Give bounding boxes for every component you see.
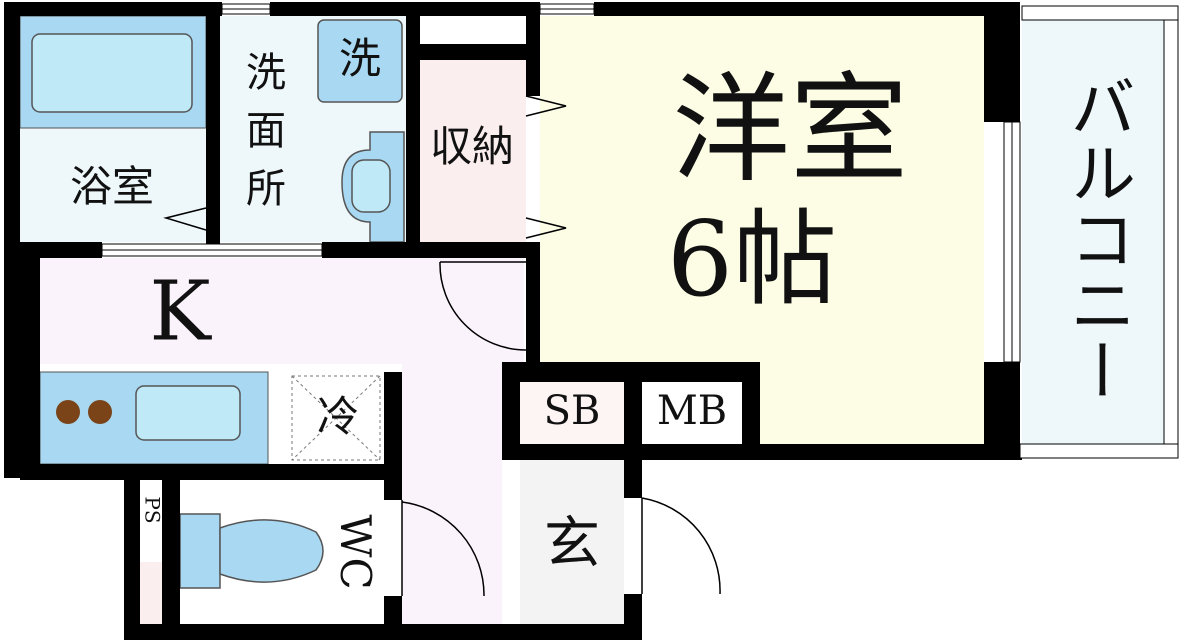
kitchen-label: K xyxy=(149,265,212,360)
hall-floor xyxy=(402,364,502,626)
storage-label: 収納 xyxy=(430,122,514,171)
washer-label: 洗 xyxy=(339,34,381,83)
kitchen-sink xyxy=(135,385,241,441)
stove-burner-left xyxy=(56,400,80,424)
toilet-tank xyxy=(179,513,221,589)
openings xyxy=(101,3,1179,459)
western-room-floor-lower xyxy=(760,364,986,444)
western-room-size: 6帖 xyxy=(667,198,837,320)
pipe-space-floor xyxy=(140,480,162,542)
western-room-floor xyxy=(540,16,984,364)
wash-basin-bowl xyxy=(351,159,391,213)
entrance-label: 玄 xyxy=(544,512,600,577)
doors xyxy=(163,95,721,597)
entrance-floor xyxy=(520,460,624,624)
walls xyxy=(4,2,1022,640)
meter-box-label: MB xyxy=(657,388,727,434)
western-room-label: 洋室 xyxy=(672,61,908,199)
storage-floor xyxy=(420,60,526,242)
balcony-floor xyxy=(1022,20,1164,444)
toilet-label: WC xyxy=(331,514,380,589)
stove-burner-right xyxy=(88,400,112,424)
pipe-space-label: PS xyxy=(141,496,165,523)
kitchen-floor xyxy=(40,258,524,364)
toilet-bowl xyxy=(219,519,324,583)
bathtub-basin xyxy=(31,33,193,113)
shoe-box-floor xyxy=(520,382,624,444)
washroom-label-line3: 所 xyxy=(246,166,286,212)
fridge-label: 冷 xyxy=(317,392,359,441)
shoe-box-label: SB xyxy=(544,388,601,434)
washroom-label-line1: 洗 xyxy=(246,50,286,96)
washer-pan xyxy=(317,19,403,103)
balcony-label: バルコニー xyxy=(1059,73,1136,403)
meter-box-floor xyxy=(642,382,742,444)
washroom-label-line2: 面 xyxy=(246,108,286,154)
fridge-space-marker xyxy=(291,375,381,461)
bath-label: 浴室 xyxy=(70,162,154,211)
